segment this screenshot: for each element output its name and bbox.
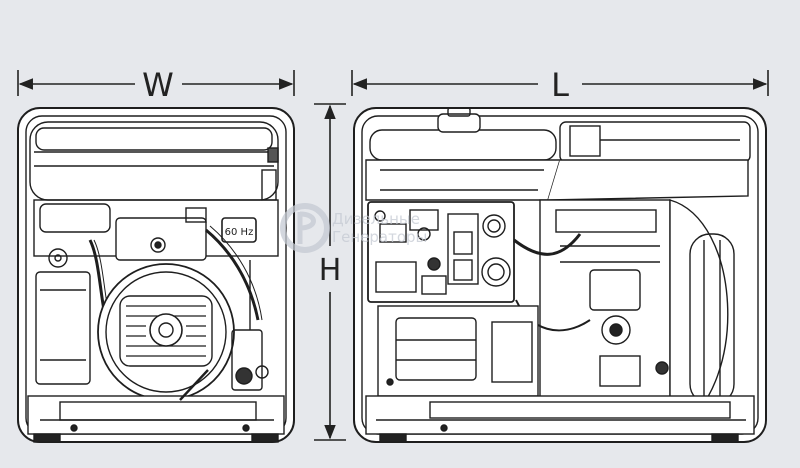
- fuel-tank: [29, 121, 279, 201]
- watermark: Дизельные Генераторы: [280, 203, 427, 253]
- side-view: [353, 107, 767, 443]
- fuel-cap: [437, 113, 481, 133]
- watermark-logo-icon: [280, 203, 330, 253]
- height-dimension: [314, 103, 346, 441]
- width-dimension: [17, 70, 295, 96]
- watermark-text-line2: Генераторы: [332, 228, 427, 246]
- watermark-text-line1: Дизельные: [332, 210, 420, 228]
- side-fuel-tank: [369, 129, 557, 161]
- frequency-badge: [221, 217, 257, 243]
- length-dimension: [351, 70, 769, 96]
- height-label: H: [319, 253, 342, 288]
- length-label: L: [551, 66, 569, 104]
- frequency-badge-label: 60 Hz: [225, 227, 254, 238]
- front-view: 60 Hz: [17, 107, 295, 443]
- width-label: W: [142, 66, 174, 104]
